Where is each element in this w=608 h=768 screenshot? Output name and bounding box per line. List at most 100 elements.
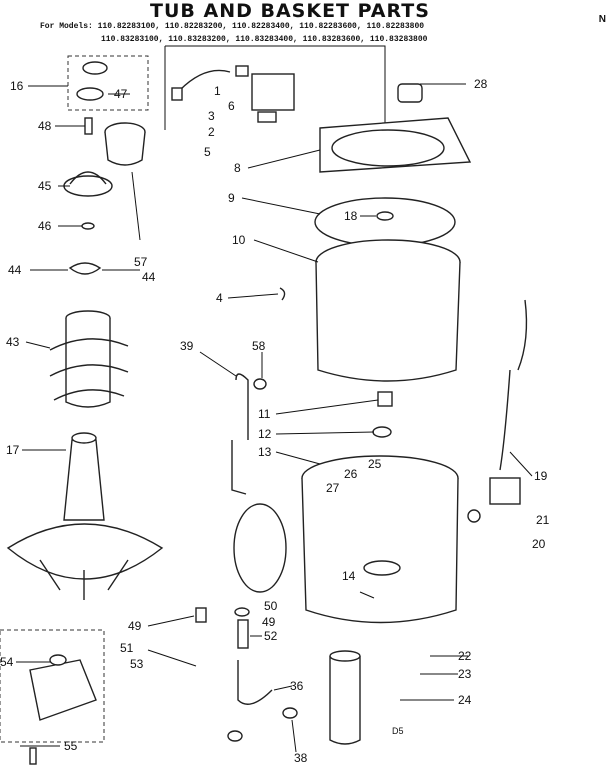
- leader-38: [291, 719, 297, 753]
- part-18-nut: [376, 211, 394, 221]
- callout-55: 55: [64, 739, 78, 753]
- part-49-clamp-left: [195, 607, 207, 623]
- part-53-motor: [29, 659, 97, 721]
- callout-44-left: 44: [8, 263, 22, 277]
- callout-58: 58: [252, 339, 266, 353]
- part-38-clamp-b: [282, 707, 298, 719]
- models-line-1: For Models: 110.82283100, 110.82283200, …: [40, 22, 425, 31]
- leader-43: [25, 341, 51, 349]
- part-2-clamp: [235, 65, 249, 77]
- part-4-clip: [279, 287, 286, 301]
- leader-14: [359, 591, 375, 599]
- callout-24: 24: [458, 693, 472, 707]
- part-9-ring: [314, 197, 456, 247]
- part-17-top: [71, 432, 97, 444]
- part-3-clamp: [171, 87, 183, 101]
- callout-28: 28: [474, 77, 488, 91]
- callout-21: 21: [536, 513, 550, 527]
- callout-6: 6: [228, 99, 235, 113]
- callout-38: 38: [294, 751, 308, 765]
- callout-57: 57: [134, 255, 148, 269]
- part-36-hose: [237, 660, 273, 705]
- group-bracket-1: [164, 45, 386, 140]
- part-19-hose-top: [517, 299, 528, 371]
- callout-39: 39: [180, 339, 194, 353]
- part-22-tube: [329, 656, 361, 745]
- callout-51: 51: [120, 641, 134, 655]
- part-58-clamp: [253, 378, 267, 390]
- part-12-seal: [372, 426, 392, 438]
- part-6-bracket: [257, 111, 277, 123]
- callout-22: 22: [458, 649, 472, 663]
- part-19-hose: [499, 369, 511, 471]
- callout-43: 43: [6, 335, 20, 349]
- part-39-hose: [235, 373, 249, 440]
- callout-47: 47: [114, 87, 128, 101]
- leader-49-left: [147, 615, 195, 627]
- leader-39: [199, 351, 237, 377]
- part-16-box: [67, 55, 149, 111]
- leader-57: [131, 171, 141, 241]
- part-17-vanes: [39, 559, 129, 600]
- callout-11: 11: [258, 407, 271, 421]
- part-20-washer: [467, 509, 481, 523]
- callout-50: 50: [264, 599, 278, 613]
- part-57-cup-body: [104, 131, 146, 166]
- part-21-pump: [489, 477, 521, 505]
- callout-23: 23: [458, 667, 472, 681]
- leader-36: [273, 685, 293, 691]
- part-48-bolt: [84, 117, 93, 135]
- callout-10: 10: [232, 233, 246, 247]
- part-49-clamp-right: [234, 607, 250, 617]
- callout-46: 46: [38, 219, 52, 233]
- callout-44-right: 44: [142, 270, 156, 284]
- footer-code: D5: [392, 726, 404, 736]
- leader-13: [275, 451, 321, 465]
- part-16-cap: [82, 61, 108, 75]
- part-17-skirt: [6, 523, 164, 580]
- callout-13: 13: [258, 445, 272, 459]
- part-17-post: [63, 439, 105, 521]
- leader-8: [247, 149, 321, 169]
- part-8-opening: [331, 129, 445, 167]
- leader-12: [275, 431, 375, 435]
- leader-51: [147, 649, 197, 667]
- leader-9: [241, 197, 321, 215]
- part-11-hub: [377, 391, 393, 407]
- callout-8: 8: [234, 161, 241, 175]
- callout-4: 4: [216, 291, 223, 305]
- part-43-body: [65, 318, 111, 408]
- part-13-drain: [363, 560, 401, 576]
- part-54-cap: [49, 654, 67, 666]
- part-10-basket: [315, 261, 461, 382]
- callout-3: 3: [208, 109, 215, 123]
- part-45-cap: [63, 175, 113, 197]
- callout-27: 27: [326, 481, 340, 495]
- callout-19: 19: [534, 469, 548, 483]
- callout-54: 54: [0, 655, 14, 669]
- callout-53: 53: [130, 657, 144, 671]
- part-47-ring: [76, 87, 104, 101]
- callout-26: 26: [344, 467, 358, 481]
- callout-9: 9: [228, 191, 235, 205]
- leader-10: [253, 239, 319, 263]
- leader-11: [275, 399, 379, 415]
- part-6-switch: [251, 73, 295, 111]
- part-22-top: [329, 650, 361, 662]
- part-1-hose: [179, 69, 231, 91]
- callout-52: 52: [264, 629, 278, 643]
- part-50-pump: [233, 503, 287, 593]
- part-46-washer: [81, 222, 95, 230]
- part-52-hose: [237, 619, 249, 649]
- part-13-tub: [301, 477, 459, 624]
- part-43-flutes: [49, 338, 129, 401]
- callout-16: 16: [10, 79, 24, 93]
- part-38-clamp-a: [227, 730, 243, 742]
- models-line-2: 110.83283100, 110.83283200, 110.83283400…: [101, 35, 428, 44]
- callout-49-right: 49: [262, 615, 276, 629]
- callout-45: 45: [38, 179, 52, 193]
- callout-48: 48: [38, 119, 52, 133]
- part-55-bolt: [29, 747, 37, 765]
- part-39-hose-lower: [231, 440, 247, 495]
- callout-49-left: 49: [128, 619, 142, 633]
